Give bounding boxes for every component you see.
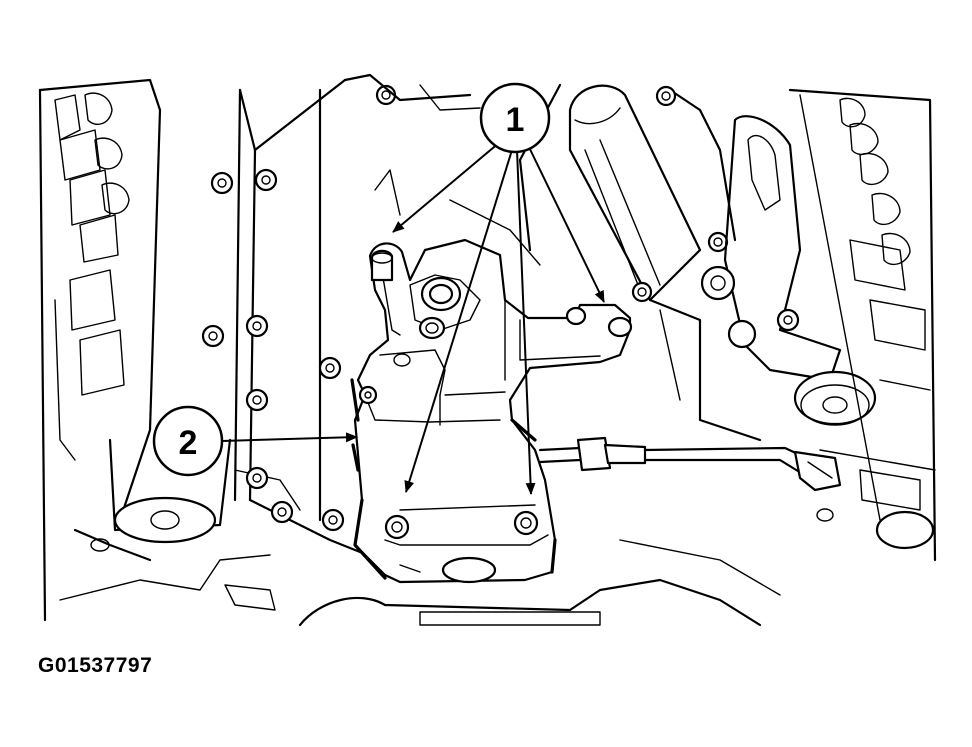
sensor-cable (538, 436, 842, 492)
bolt-head (321, 508, 345, 532)
upper-right-tube (568, 84, 737, 303)
bolt-head (245, 466, 269, 490)
bolt-head (254, 168, 278, 192)
callout-1-bubble (479, 82, 551, 154)
lower-base (298, 539, 781, 627)
rail-bolts (201, 84, 397, 532)
callout-2-bubble (152, 405, 224, 477)
right-cylinder-head (788, 88, 937, 562)
bolt-head (245, 388, 269, 412)
bolt-head (631, 281, 653, 303)
bolt-head (358, 385, 378, 405)
bolt-head (384, 514, 410, 540)
bolt-head (270, 500, 294, 524)
bolt-head (655, 85, 677, 107)
right-bracket (648, 115, 842, 442)
left-cylinder-block (38, 78, 276, 622)
callout-2-label: 2 (179, 424, 198, 462)
arrow-to-upper-right-bolt (526, 142, 605, 303)
bolt-head (513, 510, 539, 536)
bolt-head (201, 324, 225, 348)
pulley (793, 370, 877, 426)
bolt-head (210, 171, 234, 195)
bolt-head (776, 308, 800, 332)
callout-1: 1 (392, 82, 605, 495)
main-component (350, 238, 633, 584)
callout-2: 2 (152, 405, 358, 477)
bolt-head (245, 314, 269, 338)
figure-id: G01537797 (38, 654, 153, 677)
callout-1-label: 1 (506, 101, 525, 139)
arrow-to-lower-right-bolt (516, 149, 536, 495)
arrow-to-main-component (221, 432, 358, 443)
arrow-to-lower-left-bolt (404, 149, 513, 493)
bolt-head (707, 231, 729, 253)
arrow-to-upper-left-bolt (392, 141, 501, 233)
bolt-head (318, 356, 342, 380)
